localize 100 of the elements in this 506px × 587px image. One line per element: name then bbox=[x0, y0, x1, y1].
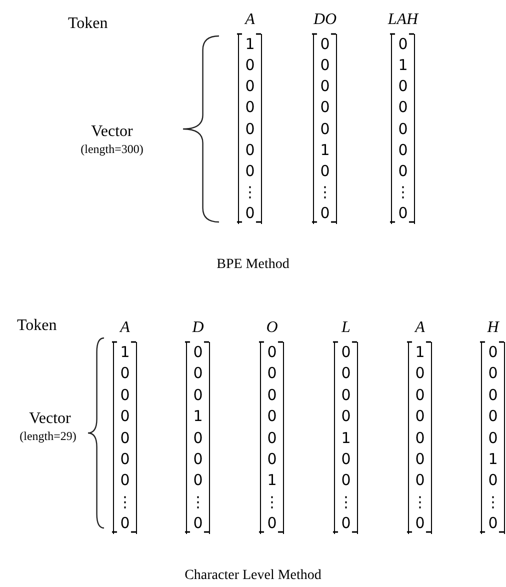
matrix-entry: 0 bbox=[245, 120, 255, 138]
matrix-entry: 0 bbox=[341, 386, 351, 405]
matrix-entry: 0 bbox=[320, 35, 330, 54]
token-label: LAH bbox=[388, 12, 418, 28]
token-label: O bbox=[266, 320, 278, 336]
matrix-entry: ⋮ bbox=[242, 182, 258, 202]
vector-matrix bbox=[186, 342, 210, 534]
vector-matrix bbox=[334, 342, 358, 534]
matrix-entry: 0 bbox=[415, 386, 425, 405]
axis-label: Token bbox=[17, 316, 57, 336]
matrix-entry: 1 bbox=[267, 471, 277, 490]
axis-label: Token bbox=[68, 14, 108, 34]
matrix-entry: 0 bbox=[120, 386, 130, 405]
axis-label: (length=29) bbox=[20, 429, 76, 444]
token-label: L bbox=[342, 320, 350, 336]
matrix-entry: 0 bbox=[415, 450, 425, 469]
matrix-entry: ⋮ bbox=[190, 492, 206, 512]
matrix-entry: 0 bbox=[245, 204, 255, 223]
vector-matrix bbox=[391, 34, 415, 224]
matrix-entry: 0 bbox=[320, 204, 330, 223]
matrix-entry: 0 bbox=[245, 56, 255, 76]
matrix-entry: 0 bbox=[120, 450, 130, 469]
matrix-entry: 1 bbox=[320, 140, 330, 160]
axis-label: Vector bbox=[91, 122, 133, 142]
matrix-entry: 0 bbox=[341, 407, 351, 426]
matrix-entry: 1 bbox=[398, 56, 408, 76]
token-label: D bbox=[192, 320, 204, 336]
matrix-entry: 0 bbox=[341, 471, 351, 490]
caption-text: BPE Method bbox=[216, 256, 290, 274]
matrix-entry: 0 bbox=[398, 162, 408, 181]
matrix-entry: 0 bbox=[488, 386, 498, 405]
axis-label: (length=300) bbox=[80, 142, 144, 157]
matrix-entry: 0 bbox=[488, 407, 498, 426]
token-label: A bbox=[245, 12, 255, 28]
matrix-entry: 0 bbox=[341, 343, 351, 362]
matrix-entry: 0 bbox=[267, 407, 277, 426]
matrix-entry: 0 bbox=[193, 450, 203, 469]
matrix-entry: 0 bbox=[120, 428, 130, 448]
matrix-entry: 0 bbox=[488, 471, 498, 490]
matrix-entry: 0 bbox=[398, 140, 408, 160]
matrix-entry: 0 bbox=[245, 140, 255, 160]
matrix-entry: 0 bbox=[415, 428, 425, 448]
matrix-entry: 0 bbox=[398, 98, 408, 118]
matrix-entry: ⋮ bbox=[338, 492, 354, 512]
matrix-entry: 0 bbox=[398, 204, 408, 223]
matrix-entry: 0 bbox=[193, 428, 203, 448]
matrix-entry: 0 bbox=[341, 514, 351, 533]
token-label: DO bbox=[313, 12, 337, 28]
matrix-entry: 0 bbox=[267, 428, 277, 448]
matrix-entry: ⋮ bbox=[412, 492, 428, 512]
matrix-entry: 0 bbox=[320, 98, 330, 118]
matrix-entry: 0 bbox=[267, 386, 277, 405]
matrix-entry: 0 bbox=[267, 343, 277, 362]
matrix-entry: 1 bbox=[415, 343, 425, 362]
matrix-entry: ⋮ bbox=[486, 492, 500, 512]
matrix-entry: 0 bbox=[415, 471, 425, 490]
matrix-entry: 0 bbox=[120, 407, 130, 426]
matrix-entry: 1 bbox=[193, 407, 203, 426]
matrix-entry: 0 bbox=[120, 364, 130, 384]
vector-matrix bbox=[260, 342, 284, 534]
matrix-entry: 0 bbox=[267, 514, 277, 533]
matrix-entry: 0 bbox=[320, 56, 330, 76]
vector-matrix bbox=[238, 34, 262, 224]
matrix-entry: ⋮ bbox=[118, 492, 132, 512]
vector-matrix bbox=[313, 34, 337, 224]
matrix-entry: 0 bbox=[320, 77, 330, 96]
matrix-entry: 0 bbox=[120, 514, 130, 533]
matrix-entry: 0 bbox=[488, 364, 498, 384]
matrix-entry: 0 bbox=[193, 364, 203, 384]
matrix-entry: 0 bbox=[267, 364, 277, 384]
caption-text: Character Level Method bbox=[184, 567, 322, 584]
matrix-entry: 1 bbox=[120, 343, 130, 362]
matrix-entry: 0 bbox=[193, 514, 203, 533]
axis-label: Vector bbox=[29, 409, 71, 429]
matrix-entry: 0 bbox=[193, 343, 203, 362]
matrix-entry: 1 bbox=[488, 450, 498, 469]
matrix-entry: 0 bbox=[488, 428, 498, 448]
token-label: H bbox=[487, 320, 499, 336]
matrix-entry: 0 bbox=[488, 343, 498, 362]
matrix-entry: ⋮ bbox=[318, 182, 332, 202]
token-label: A bbox=[415, 320, 425, 336]
matrix-entry: 0 bbox=[245, 77, 255, 96]
matrix-entry: 1 bbox=[245, 35, 255, 54]
matrix-entry: 1 bbox=[341, 428, 351, 448]
matrix-entry: 0 bbox=[398, 120, 408, 138]
matrix-entry: 0 bbox=[193, 386, 203, 405]
vector-matrix bbox=[481, 342, 505, 534]
matrix-entry: 0 bbox=[341, 450, 351, 469]
matrix-entry: 0 bbox=[120, 471, 130, 490]
matrix-entry: 0 bbox=[415, 407, 425, 426]
vector-matrix bbox=[113, 342, 137, 534]
matrix-entry: 0 bbox=[341, 364, 351, 384]
matrix-entry: ⋮ bbox=[264, 492, 280, 512]
matrix-entry: 0 bbox=[488, 514, 498, 533]
matrix-entry: 0 bbox=[193, 471, 203, 490]
matrix-entry: ⋮ bbox=[396, 182, 410, 202]
matrix-entry: 0 bbox=[267, 450, 277, 469]
matrix-entry: 0 bbox=[320, 120, 330, 138]
matrix-entry: 0 bbox=[245, 98, 255, 118]
matrix-entry: 0 bbox=[398, 35, 408, 54]
